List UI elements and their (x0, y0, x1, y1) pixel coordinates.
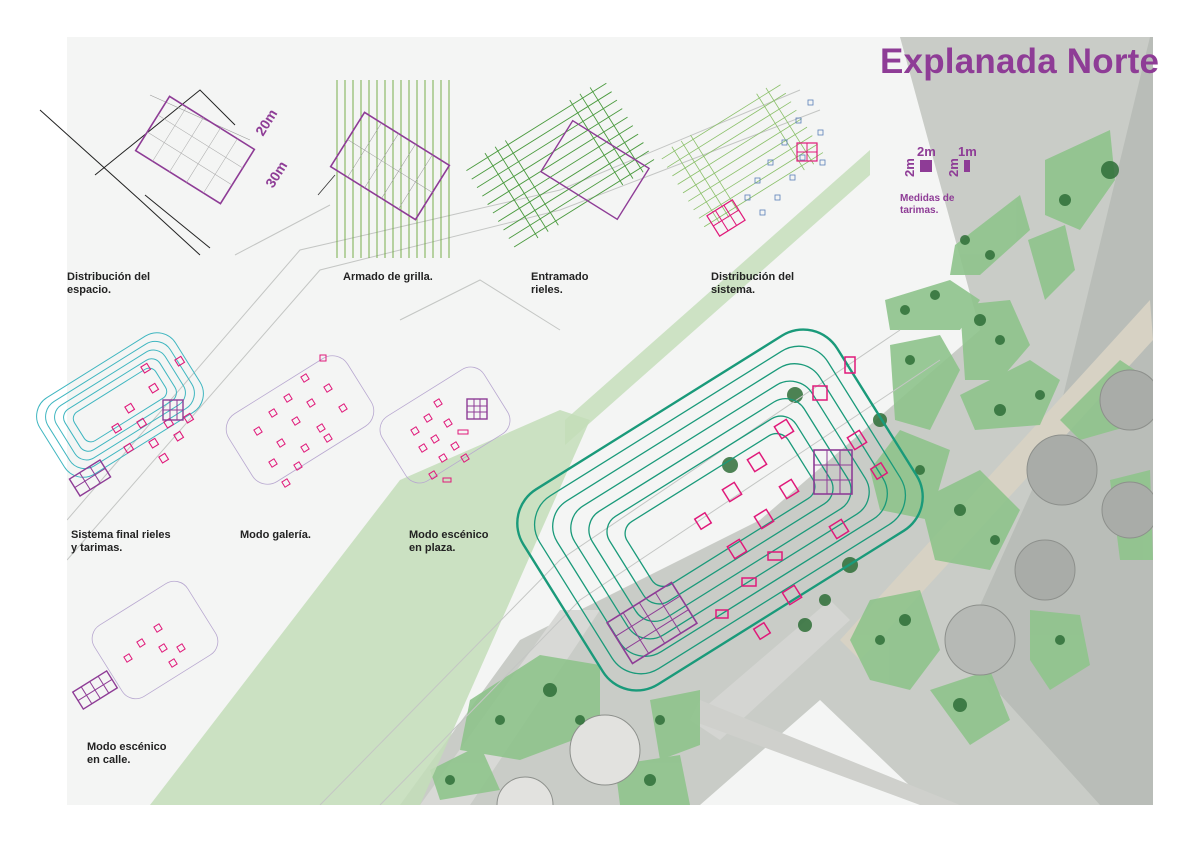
legend-large-width: 2m (917, 144, 936, 159)
page-title: Explanada Norte (880, 42, 1160, 81)
tarima-grid-4a (796, 142, 818, 162)
diagram-step-8 (71, 580, 219, 711)
step-label-4: Distribución del sistema. (711, 271, 795, 296)
plaza-circles (496, 369, 1153, 805)
step-label-6: Modo galería. (240, 529, 311, 541)
legend-large-height: 2m (902, 158, 917, 177)
legend-note: Medidas de tarimas. (900, 193, 955, 216)
main-tarima-grid-a (813, 449, 853, 495)
main-tarimas (693, 356, 889, 641)
tarimas-7 (410, 398, 470, 483)
diagram-step-3 (466, 82, 655, 248)
tarimas-5 (111, 355, 195, 464)
legend-large-tarima (920, 160, 932, 172)
diagram-step-7 (379, 366, 511, 484)
tarima-grid-8 (71, 669, 119, 711)
diagram-step-1 (39, 89, 256, 256)
main-plan (516, 328, 924, 692)
diagram-step-2 (317, 80, 451, 258)
legend-small-height: 2m (946, 158, 961, 177)
legend-symbols (920, 160, 970, 172)
step-label-7: Modo escénico en plaza. (409, 529, 489, 554)
tarimas-8 (123, 623, 186, 668)
step-label-2: Armado de grilla. (343, 271, 433, 283)
step-label-1: Distribución del espacio. (67, 271, 151, 296)
step-label-5: Sistema final rieles y tarimas. (71, 529, 171, 554)
diagram-step-5 (36, 332, 204, 497)
lawn-strip (565, 150, 870, 445)
main-tarima-grid-b (605, 581, 699, 665)
tarima-grid-5b (68, 459, 112, 497)
tarima-grid-4b (706, 199, 746, 237)
diagram-step-6 (225, 354, 375, 488)
step-label-3: Entramado rieles. (531, 271, 589, 296)
legend-small-width: 1m (958, 144, 977, 159)
tarima-grid-5a (162, 399, 184, 421)
grid-lines (336, 80, 450, 258)
diagram-step-4 (661, 84, 826, 237)
tarimas-6 (253, 354, 348, 488)
lawn (150, 410, 590, 805)
aerial-photo (400, 37, 1153, 805)
legend-small-tarima (964, 160, 970, 172)
tarima-grid-7 (466, 398, 488, 420)
blue-markers (744, 99, 826, 216)
step-label-8: Modo escénico en calle. (87, 741, 167, 766)
